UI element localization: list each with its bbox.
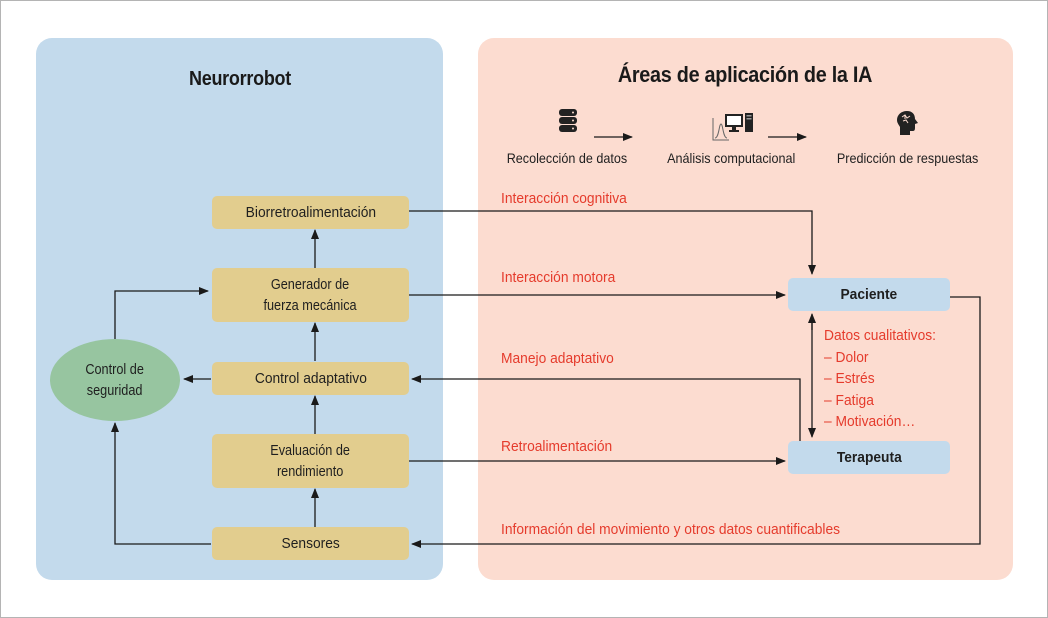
arrow-safety-to-force xyxy=(114,287,209,339)
movement-info-connector xyxy=(411,296,981,548)
qualitative-item-fatigue: – Fatiga xyxy=(824,391,874,409)
movement-info-label: Información del movimiento y otros datos… xyxy=(501,521,841,538)
motor-interaction-label: Interacción motora xyxy=(501,269,616,286)
neurorobot-title: Neurorrobot xyxy=(188,68,292,90)
adaptive-control-box: Control adaptativo xyxy=(212,362,409,395)
sensors-box: Sensores xyxy=(212,527,409,560)
feedback-label: Retroalimentación xyxy=(501,438,613,455)
qualitative-item-pain: – Dolor xyxy=(824,348,869,366)
cognitive-interaction-connector xyxy=(409,210,816,275)
therapist-box: Terapeuta xyxy=(788,441,950,474)
step-computational-analysis: Análisis computacional xyxy=(667,150,796,166)
cognitive-interaction-label: Interacción cognitiva xyxy=(501,190,627,207)
brain-head-icon xyxy=(897,111,918,135)
arrow-sensors-to-safety xyxy=(111,422,211,545)
computer-analysis-icon xyxy=(712,113,753,141)
step-response-prediction: Predicción de respuestas xyxy=(836,150,979,166)
qualitative-item-stress: – Estrés xyxy=(824,370,875,387)
adaptive-management-label: Manejo adaptativo xyxy=(501,350,614,367)
adaptive-management-connector xyxy=(411,375,801,441)
ai-areas-title: Áreas de aplicación de la IA xyxy=(617,62,873,87)
patient-box: Paciente xyxy=(788,278,950,311)
biofeedback-box: Biorretroalimentación xyxy=(212,196,409,229)
step-data-collection: Recolección de datos xyxy=(506,150,628,166)
qualitative-item-motivation: – Motivación… xyxy=(824,413,916,430)
qualitative-data-title: Datos cualitativos: xyxy=(824,327,936,344)
qualitative-data-list: Datos cualitativos: – Dolor – Estrés – F… xyxy=(824,325,936,433)
database-icon xyxy=(559,109,577,132)
